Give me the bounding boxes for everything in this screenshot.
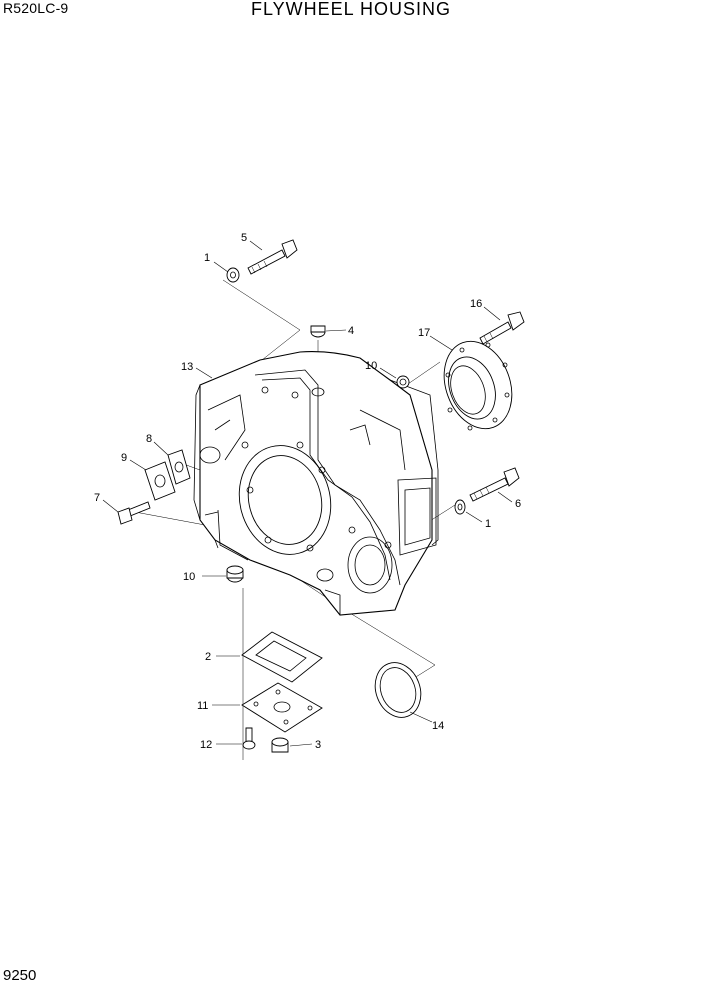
callout-9: 9	[121, 452, 127, 464]
bolt-part-6	[469, 467, 520, 502]
callout-2: 2	[205, 651, 211, 663]
page-title: FLYWHEEL HOUSING	[250, 0, 452, 19]
bolt-part-5	[247, 239, 298, 275]
cover-plate-part-11	[241, 682, 323, 733]
callout-13: 13	[181, 361, 193, 373]
callout-7: 7	[94, 492, 100, 504]
washer-part-1-top	[226, 267, 240, 283]
model-number: R520LC-9	[3, 0, 69, 16]
callout-1-right: 1	[485, 518, 491, 530]
plug-part-10-lower	[226, 565, 244, 583]
callout-leaders	[102, 240, 513, 747]
callout-17: 17	[418, 327, 430, 339]
callout-14: 14	[432, 720, 444, 732]
plug-part-10-upper	[396, 375, 410, 389]
callout-4: 4	[348, 325, 354, 337]
callout-10-lower: 10	[183, 571, 195, 583]
callout-12: 12	[200, 739, 212, 751]
plug-part-3	[271, 737, 289, 753]
callout-16: 16	[470, 298, 482, 310]
bolt-part-12	[242, 727, 256, 750]
seal-ring-part-14	[374, 662, 422, 718]
seal-cover-part-17	[443, 340, 513, 431]
callout-5: 5	[241, 232, 247, 244]
callout-8: 8	[146, 433, 152, 445]
page-number: 9250	[3, 967, 37, 984]
flywheel-housing-body	[193, 351, 439, 616]
bolt-part-7	[117, 501, 151, 525]
callout-6: 6	[515, 498, 521, 510]
bolt-part-16	[479, 311, 525, 345]
cover-part-9	[144, 461, 176, 501]
gasket-part-2	[241, 631, 323, 683]
callout-1-top: 1	[204, 252, 210, 264]
washer-part-1-right	[454, 499, 466, 515]
callout-10-upper: 10	[365, 360, 377, 372]
callout-11: 11	[197, 700, 208, 712]
gasket-part-8	[167, 449, 191, 485]
callout-labels: 1 5 4 16 17 13 10 8 9 7 6 1 10 2 11 14 1…	[94, 232, 521, 751]
callout-3: 3	[315, 739, 321, 751]
plug-part-4	[310, 325, 326, 338]
